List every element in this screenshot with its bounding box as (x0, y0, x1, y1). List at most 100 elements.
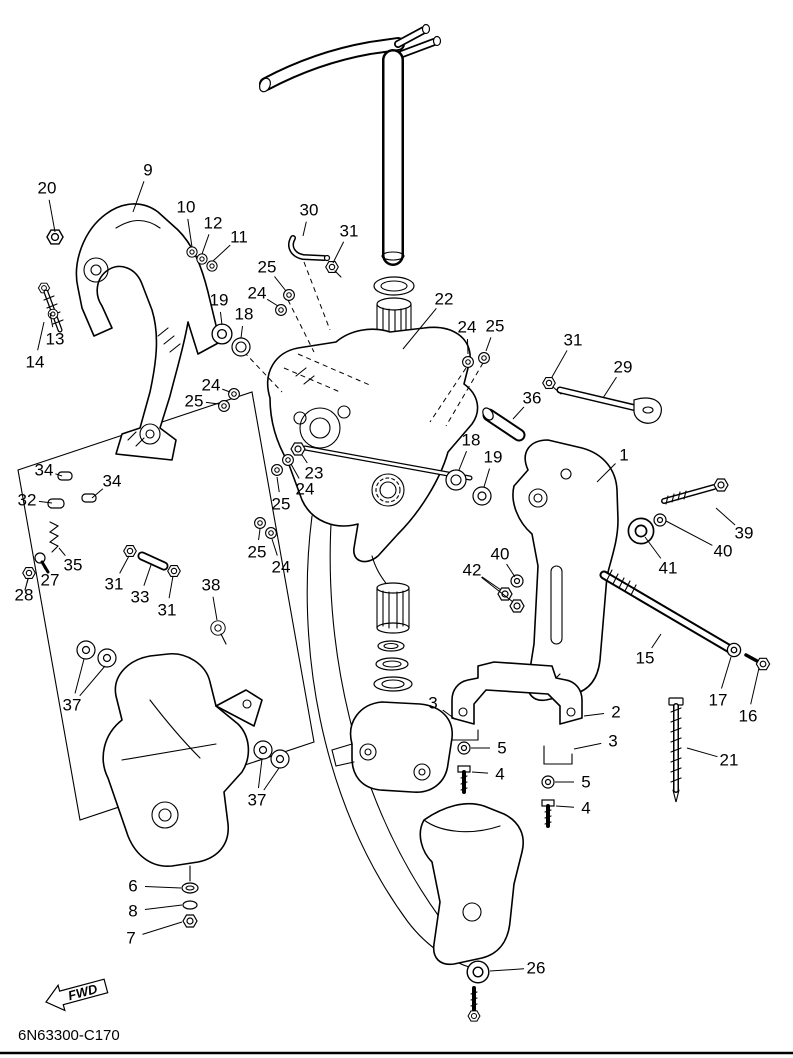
callout-leader (240, 325, 244, 339)
callout-number: 24 (296, 480, 315, 499)
callout-number: 24 (272, 558, 291, 577)
callout-leader (466, 338, 469, 355)
callout-number: 5 (581, 773, 590, 792)
callout-number: 35 (64, 556, 83, 575)
callout-number: 25 (248, 543, 267, 562)
callout-number: 34 (103, 472, 122, 491)
callout-leader (271, 538, 278, 556)
callout-leader (42, 564, 46, 570)
callout-leader (442, 709, 456, 720)
callout-number: 12 (204, 214, 223, 233)
bolt-spacer-group (123, 545, 181, 577)
callout-leader (274, 276, 287, 292)
callout-number: 36 (523, 389, 542, 408)
clip-38 (210, 620, 227, 645)
callout-number: 31 (105, 575, 124, 594)
callout-leader (583, 712, 605, 717)
callout-number: 4 (581, 799, 590, 818)
callout-leader (37, 321, 45, 351)
fasteners-top-left (37, 229, 218, 333)
callout-number: 6 (128, 877, 137, 896)
callout-leader (651, 633, 662, 649)
callout-number: 11 (230, 228, 248, 247)
callout-leader (602, 376, 617, 399)
swivel-housing (331, 582, 453, 793)
callout-leader (485, 337, 492, 352)
callout-leader (258, 528, 261, 541)
callout-number: 19 (484, 448, 503, 467)
callout-leader (263, 767, 280, 791)
callout-number: 37 (248, 791, 267, 810)
callout-leader (276, 476, 280, 493)
callout-leader (551, 350, 568, 378)
callout-number: 16 (739, 707, 758, 726)
callout-number: 39 (735, 524, 754, 543)
callout-number: 10 (177, 198, 196, 217)
callout-leader (201, 234, 210, 255)
callout-leader (168, 575, 174, 599)
callout-number: 19 (210, 291, 229, 310)
callout-number: 25 (272, 495, 291, 514)
callout-number: 38 (202, 576, 221, 595)
callout-leader (750, 667, 760, 705)
callout-number: 9 (143, 161, 152, 180)
lower-rear-bracket (419, 802, 524, 1022)
tilt-rod-15 (599, 569, 771, 671)
clip-30-bolt-31 (288, 235, 342, 278)
tilt-lever (542, 377, 662, 424)
callout-leader (49, 312, 54, 328)
callout-number: 31 (564, 331, 583, 350)
callout-number: 17 (709, 691, 728, 710)
callout-leader (266, 298, 279, 307)
hardware-left-group (22, 471, 97, 591)
callout-number: 42 (463, 561, 482, 580)
callout-leader (55, 473, 63, 477)
callout-leader (132, 181, 145, 213)
callout-leader (596, 463, 616, 483)
callout-number: 29 (614, 358, 633, 377)
callout-number: 40 (491, 545, 510, 564)
callout-number: 27 (41, 571, 60, 590)
through-bolt-39 (627, 478, 729, 545)
callout-number: 28 (15, 586, 34, 605)
callout-leader (715, 507, 736, 526)
callout-number: 24 (248, 284, 267, 303)
callout-number: 30 (300, 201, 319, 220)
callout-leader (471, 771, 489, 774)
pivot-pin (482, 407, 526, 442)
callout-leader (402, 307, 437, 350)
callout-leader (74, 658, 85, 694)
callout-number: 18 (235, 305, 254, 324)
stern-bracket-unit (102, 653, 263, 882)
callout-number: 2 (611, 703, 620, 722)
diagram-code: 6N63300-C170 (18, 1027, 120, 1044)
callout-leader (187, 218, 193, 248)
callout-number: 31 (158, 601, 177, 620)
callout-leader (143, 564, 152, 586)
bushing-and-ring-right (445, 469, 492, 506)
callout-leader (142, 921, 183, 935)
lag-screw-21 (668, 697, 684, 803)
callout-leader (483, 468, 491, 488)
callout-number: 1 (619, 446, 628, 465)
callout-leader (91, 488, 104, 499)
callout-leader (302, 221, 307, 237)
callout-number: 7 (126, 929, 135, 948)
callout-number: 41 (659, 559, 678, 578)
callout-leader (481, 576, 514, 603)
callout-number: 13 (46, 330, 65, 349)
callout-number: 26 (527, 959, 546, 978)
callout-leader (212, 244, 231, 262)
callout-number: 37 (63, 696, 82, 715)
starboard-transom-bracket (512, 439, 619, 702)
callout-leader (48, 199, 56, 233)
callout-leader (332, 241, 345, 264)
callout-leader (257, 758, 263, 789)
callout-leader (506, 563, 516, 578)
callout-number: 3 (608, 732, 617, 751)
callout-number: 40 (714, 542, 733, 561)
callout-number: 24 (202, 376, 221, 395)
callout-number: 18 (462, 431, 481, 450)
